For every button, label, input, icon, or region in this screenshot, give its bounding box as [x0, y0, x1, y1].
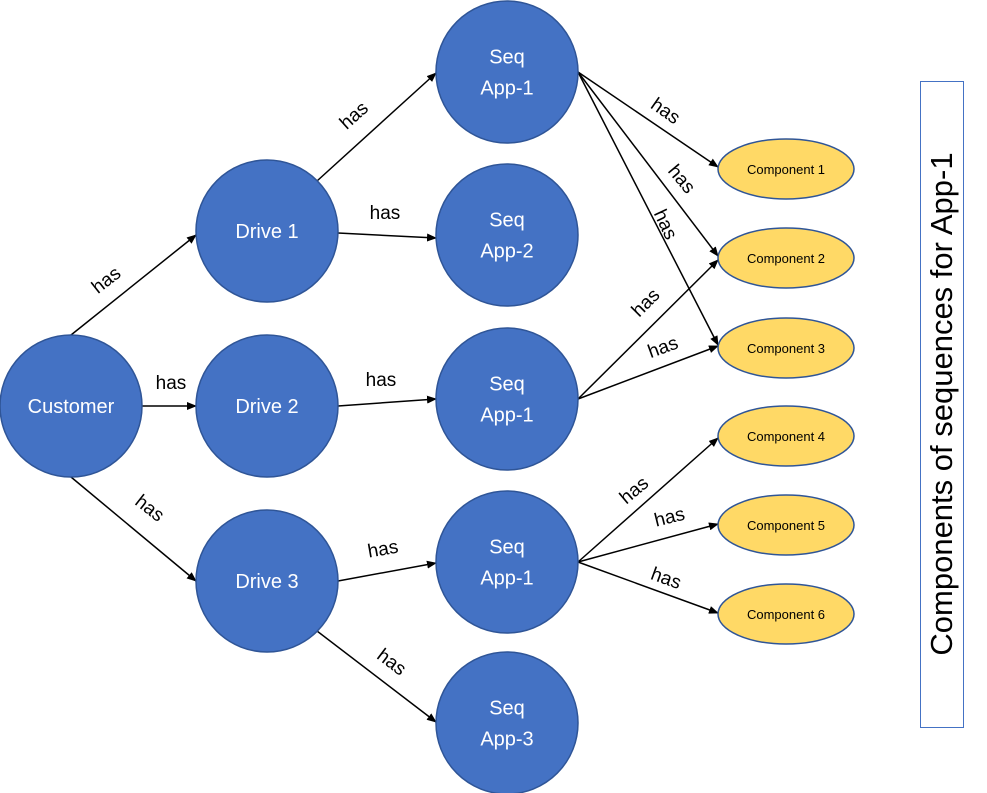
node-label: App-1	[480, 405, 533, 427]
node-circle	[195, 509, 339, 653]
component-ellipse	[717, 494, 855, 556]
side-title: Components of sequences for App-1	[924, 152, 959, 656]
edge-label: has	[336, 98, 373, 134]
node-circle	[435, 651, 579, 793]
side-title-box	[920, 81, 964, 728]
node-label: Seq	[489, 698, 525, 720]
node-drive1: Drive 1	[195, 159, 339, 303]
edge-label: has	[366, 370, 397, 391]
node-label: App-2	[480, 241, 533, 263]
edge-label: has	[649, 206, 681, 243]
component-ellipse	[717, 317, 855, 379]
edge-seq_d3_app1-to-comp6: has	[577, 561, 719, 614]
edge-arrow	[577, 71, 719, 257]
node-circle	[435, 0, 579, 144]
edge-arrow	[337, 560, 437, 582]
edge-seq_d1_app1-to-comp2: has	[577, 71, 719, 257]
edge-seq_d1_app1-to-comp1: has	[577, 71, 719, 168]
node-label: Seq	[489, 537, 525, 559]
node-label: Drive 3	[235, 571, 298, 593]
component-ellipse	[717, 405, 855, 467]
edge-seq_d2_app1-to-comp2: has	[577, 259, 719, 400]
edge-label: has	[88, 263, 125, 298]
node-drive3: Drive 3	[195, 509, 339, 653]
edge-arrow	[577, 259, 719, 400]
edges-layer: hashashashashashashashashashashashashash…	[70, 71, 719, 723]
node-circle	[0, 334, 143, 478]
edge-seq_d2_app1-to-comp3: has	[577, 333, 719, 400]
edge-arrow	[316, 72, 437, 182]
node-label: Seq	[489, 374, 525, 396]
edge-label: has	[616, 473, 653, 509]
node-drive2: Drive 2	[195, 334, 339, 478]
node-circle	[435, 327, 579, 471]
edge-drive2-to-seq_d2_app1: has	[337, 370, 437, 407]
component-ellipse	[717, 227, 855, 289]
edge-label: has	[628, 285, 665, 322]
edge-label: has	[366, 537, 400, 563]
edge-label: has	[647, 94, 684, 129]
edge-arrow	[337, 395, 437, 407]
edge-arrow	[70, 476, 197, 582]
component-label: Component 4	[747, 429, 825, 444]
edge-arrow	[316, 630, 437, 723]
edge-arrow	[577, 561, 719, 614]
edge-customer-to-drive1: has	[70, 234, 197, 336]
node-circle	[195, 159, 339, 303]
node-label: App-1	[480, 568, 533, 590]
edge-arrow	[577, 345, 719, 400]
node-circle	[435, 163, 579, 307]
edge-label: has	[645, 333, 681, 363]
component-label: Component 6	[747, 607, 825, 622]
node-label: App-3	[480, 729, 533, 751]
edge-label: has	[370, 203, 401, 224]
edge-label: has	[131, 491, 168, 526]
node-label: App-1	[480, 78, 533, 100]
edge-arrow	[577, 522, 719, 563]
node-label: Drive 2	[235, 396, 298, 418]
edge-customer-to-drive3: has	[70, 476, 197, 582]
edge-arrow	[577, 71, 719, 168]
edge-drive1-to-seq_d1_app2: has	[337, 203, 437, 242]
node-label: Seq	[489, 210, 525, 232]
edge-drive3-to-seq_d3_app3: has	[316, 630, 437, 723]
component-label: Component 2	[747, 251, 825, 266]
node-comp4: Component 4	[717, 405, 855, 467]
node-comp5: Component 5	[717, 494, 855, 556]
component-label: Component 1	[747, 162, 825, 177]
node-circle	[435, 490, 579, 634]
node-label: Seq	[489, 47, 525, 69]
component-ellipse	[717, 583, 855, 645]
node-comp3: Component 3	[717, 317, 855, 379]
node-comp2: Component 2	[717, 227, 855, 289]
edge-arrow	[577, 437, 719, 563]
edge-arrow	[577, 71, 719, 346]
node-comp1: Component 1	[717, 138, 855, 200]
component-label: Component 3	[747, 341, 825, 356]
node-circle	[195, 334, 339, 478]
component-ellipse	[717, 138, 855, 200]
edge-arrow	[337, 232, 437, 242]
node-label: Drive 1	[235, 221, 298, 243]
edge-arrow	[70, 234, 197, 336]
edge-label: has	[373, 645, 410, 680]
edge-drive3-to-seq_d3_app1: has	[337, 537, 437, 582]
edge-label: has	[652, 504, 687, 532]
edge-seq_d3_app1-to-comp5: has	[577, 504, 719, 563]
node-label: Customer	[28, 396, 115, 418]
edge-drive1-to-seq_d1_app1: has	[316, 72, 437, 182]
edge-customer-to-drive2: has	[142, 373, 197, 410]
edge-label: has	[156, 373, 187, 394]
component-label: Component 5	[747, 518, 825, 533]
node-comp6: Component 6	[717, 583, 855, 645]
node-customer: Customer	[0, 334, 143, 478]
